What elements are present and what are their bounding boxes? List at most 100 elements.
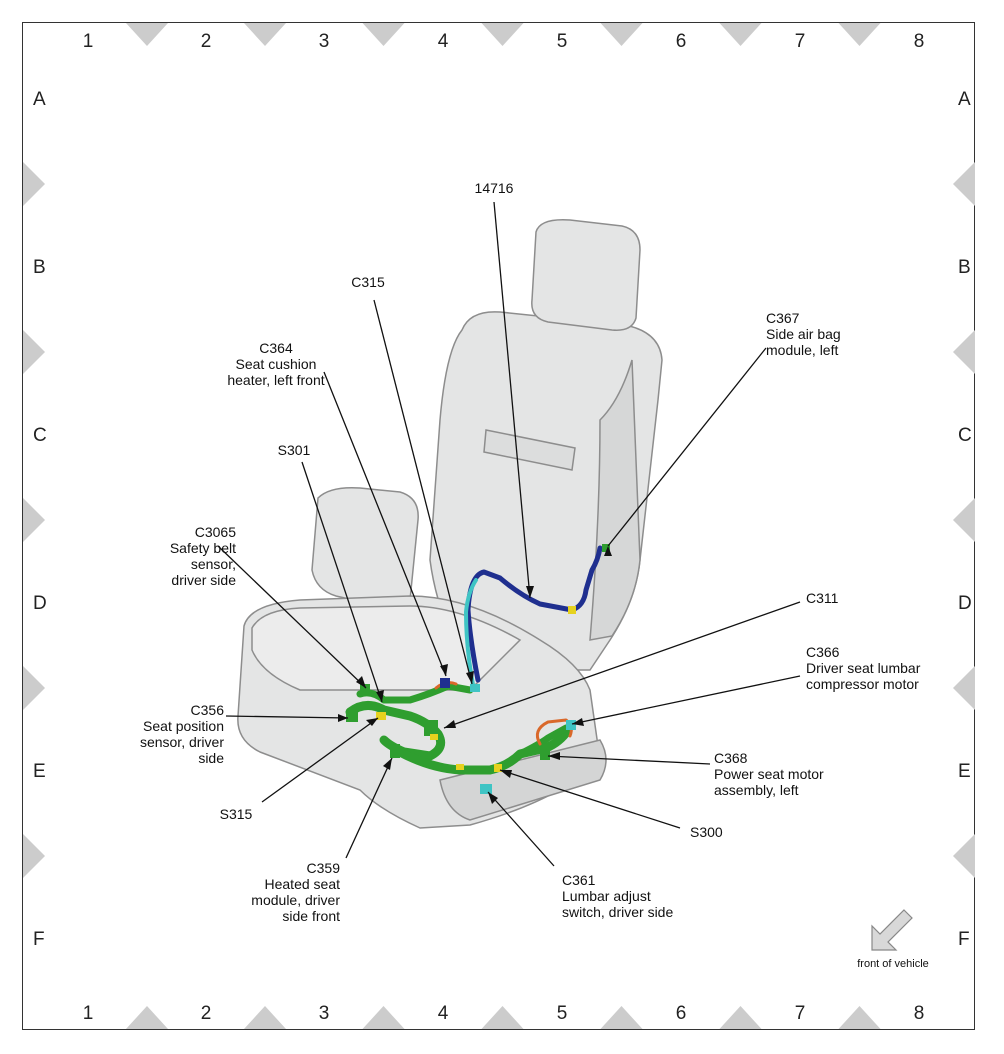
border-triangle (600, 1006, 643, 1029)
border-markers-left (23, 162, 45, 878)
border-triangle (244, 23, 286, 46)
grid-row-label: C (33, 425, 47, 446)
border-triangle (126, 23, 168, 46)
harness-orange (535, 718, 573, 746)
arrowheads (338, 546, 612, 804)
border-triangle (953, 162, 975, 206)
grid-column-label: 8 (913, 1003, 925, 1024)
border-triangle (953, 834, 975, 878)
grid-column-label: 3 (318, 31, 330, 52)
grid-row-label: D (33, 593, 47, 614)
yellow-band-2 (456, 764, 464, 770)
border-triangle (23, 330, 45, 374)
border-triangle (244, 1006, 286, 1029)
grid-column-label: 4 (437, 1003, 449, 1024)
callout-c361: C361 Lumbar adjust switch, driver side (562, 872, 674, 920)
seat-illustration (237, 219, 663, 829)
connector-c315 (470, 684, 480, 692)
front-of-vehicle-arrow-icon (871, 909, 913, 951)
connectors (346, 544, 610, 794)
border-triangle (23, 162, 45, 206)
connector-c361 (480, 784, 492, 794)
border-markers-top (126, 23, 881, 46)
callout-s315: S315 (219, 806, 253, 822)
leader-c356 (225, 715, 349, 719)
border-triangle (481, 1006, 524, 1029)
connector-c311 (424, 720, 438, 736)
leader-lines (217, 201, 801, 867)
connector-c368 (540, 750, 550, 760)
grid-row-label: C (958, 425, 972, 446)
callout-c311: C311 (806, 590, 839, 606)
callout-c356: C356 Seat position sensor, driver side (139, 702, 224, 766)
border-markers-bottom (126, 1006, 881, 1029)
callout-c315: C315 (351, 274, 385, 290)
grid-column-label: 2 (200, 1003, 212, 1024)
callout-c359: C359 Heated seat module, driver side fro… (251, 860, 340, 924)
seat-back-panel (483, 429, 576, 471)
leader-c361 (487, 791, 555, 867)
grid-row-label: F (33, 929, 45, 950)
callout-s301: S301 (277, 442, 311, 458)
border-triangle (953, 330, 975, 374)
leader-c315 (373, 299, 473, 685)
border-triangle (953, 498, 975, 542)
leader-c359 (345, 757, 393, 859)
connector-c366 (566, 720, 576, 730)
armrest (311, 486, 419, 609)
border-markers-right (953, 162, 975, 878)
connector-c3065 (360, 684, 370, 694)
grid-column-label: 5 (556, 1003, 568, 1024)
border-triangle (719, 1006, 762, 1029)
harness-cyan-branch (464, 578, 478, 692)
connector-s315 (376, 712, 386, 720)
grid-row-label: F (958, 929, 970, 950)
callout-c3065: C3065 Safety belt sensor, driver side (169, 524, 236, 588)
grid-column-label: 4 (437, 31, 449, 52)
border-triangle (838, 23, 881, 46)
grid-column-label: 3 (318, 1003, 330, 1024)
yellow-band-1 (430, 734, 438, 740)
border-triangle (23, 834, 45, 878)
grid-column-label: 6 (675, 1003, 687, 1024)
grid-column-label: 2 (200, 31, 212, 52)
leader-c364 (323, 371, 447, 677)
callout-14716: 14716 (474, 180, 514, 196)
seat-back-side (589, 359, 641, 641)
connector-c356 (346, 712, 358, 722)
border-triangle (838, 1006, 881, 1029)
border-triangle (362, 1006, 405, 1029)
seat-cushion-top (251, 605, 522, 691)
grid-column-label: 8 (913, 31, 925, 52)
callout-c364: C364 Seat cushion heater, left front (227, 340, 325, 388)
leader-c3065 (217, 545, 367, 689)
grid-row-label: B (958, 257, 971, 278)
grid-row-label: A (958, 89, 971, 110)
leader-s315 (261, 717, 379, 803)
wiring-harness (345, 544, 610, 794)
border-triangle (23, 666, 45, 710)
grid-row-label: E (33, 761, 46, 782)
grid-column-label: 1 (82, 1003, 94, 1024)
connector-c367 (602, 544, 610, 552)
border-triangle (481, 23, 524, 46)
connector-c364 (440, 678, 450, 688)
leader-s300 (499, 769, 681, 829)
grid-row-label: A (33, 89, 46, 110)
leader-c368 (547, 755, 711, 765)
seat-base (439, 739, 607, 821)
border-triangle (719, 23, 762, 46)
grid-column-label: 7 (794, 1003, 806, 1024)
grid-column-label: 7 (794, 31, 806, 52)
grid-column-label: 1 (82, 31, 94, 52)
grid-column-label: 6 (675, 31, 687, 52)
grid-row-label: E (958, 761, 971, 782)
leader-14716 (493, 201, 531, 599)
border-triangle (23, 498, 45, 542)
border-triangle (953, 666, 975, 710)
grid-row-label: B (33, 257, 46, 278)
grid-column-label: 5 (556, 31, 568, 52)
grid-row-label: D (958, 593, 972, 614)
headrest (531, 219, 641, 331)
